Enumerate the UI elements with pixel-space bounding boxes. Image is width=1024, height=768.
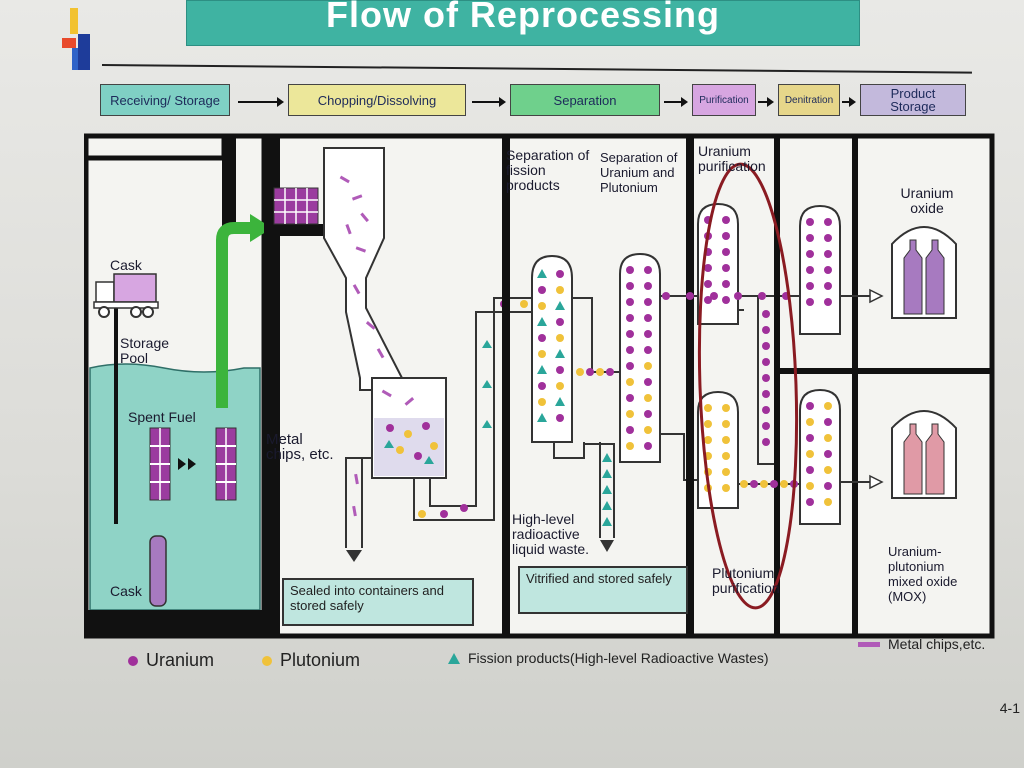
legend-label: Uranium [146, 650, 215, 670]
step-denitration: Denitration [778, 84, 840, 116]
sealed-containers-note: Sealed into containers and stored safely [282, 578, 474, 626]
cask-bottom-label: Cask [110, 583, 142, 599]
uranium-oxide-label: Uranium oxide [900, 185, 954, 216]
cask-icon [149, 535, 167, 607]
fission-triangle-icon [448, 652, 460, 664]
arrow-right-icon [472, 97, 506, 107]
step-label: Separation [553, 92, 617, 108]
legend-metal: Metal chips,etc. [858, 636, 985, 652]
metal-chips-label: Metal chips, etc. [266, 431, 334, 463]
material-particles [537, 216, 832, 526]
legend-fission: Fission products(High-level Radioactive … [448, 650, 769, 666]
storage-pool-label: Storage Pool [120, 335, 170, 366]
legend-plutonium: Plutonium [262, 650, 360, 671]
step-label: Denitration [784, 94, 834, 106]
title-underline [101, 64, 972, 74]
legend-uranium: Uranium [128, 650, 214, 671]
truck-icon [93, 273, 159, 318]
step-purification: Purification [692, 84, 756, 116]
arrow-right-icon [842, 97, 856, 107]
page-title-banner: Flow of Reprocessing [186, 0, 860, 46]
step-label: Product Storage [890, 86, 936, 114]
legend-label: Metal chips,etc. [888, 636, 986, 652]
vitrified-storage-note: Vitrified and stored safely [518, 566, 688, 614]
step-separation: Separation [510, 84, 660, 116]
step-label: Receiving/ Storage [110, 92, 220, 108]
page-number: 4-1 [999, 700, 1020, 716]
reprocessing-plant-diagram [84, 133, 995, 639]
arrow-right-icon [238, 97, 284, 107]
page-title: Flow of Reprocessing [325, 0, 721, 35]
separation-u-pu-label: Separation of Uranium and Plutonium [600, 150, 678, 195]
mox-storage-icon [891, 410, 957, 499]
plutonium-purification-label: Plutonium purification [712, 565, 780, 596]
high-level-waste-label: High-level radioactive liquid waste. [512, 511, 590, 557]
step-chopping-dissolving: Chopping/Dissolving [288, 84, 466, 116]
uranium-dot-icon [128, 655, 138, 666]
legend-label: Plutonium [280, 650, 361, 670]
metal-chip-bar-icon [858, 641, 880, 647]
spent-fuel-rack-icon [149, 427, 237, 501]
cask-label: Cask [110, 257, 142, 273]
step-product-storage: Product Storage [860, 84, 966, 116]
plutonium-dot-icon [262, 655, 272, 666]
highlight-ellipse [697, 162, 799, 610]
fuel-assembly-icon [273, 187, 319, 225]
step-label: Chopping/Dissolving [317, 92, 437, 108]
logo-icon [62, 8, 98, 72]
mox-label: Uranium- plutonium mixed oxide (MOX) [888, 544, 958, 604]
uranium-oxide-storage-icon [891, 226, 957, 319]
separation-fission-label: Separation of fission products [506, 147, 590, 193]
legend-label: Fission products(High-level Radioactive … [468, 650, 769, 666]
arrow-right-icon [664, 97, 688, 107]
spent-fuel-label: Spent Fuel [128, 409, 196, 425]
step-label: Purification [699, 94, 749, 106]
step-receiving-storage: Receiving/ Storage [100, 84, 230, 116]
uranium-purification-label: Uranium purification [698, 143, 766, 174]
arrow-right-icon [758, 97, 774, 107]
